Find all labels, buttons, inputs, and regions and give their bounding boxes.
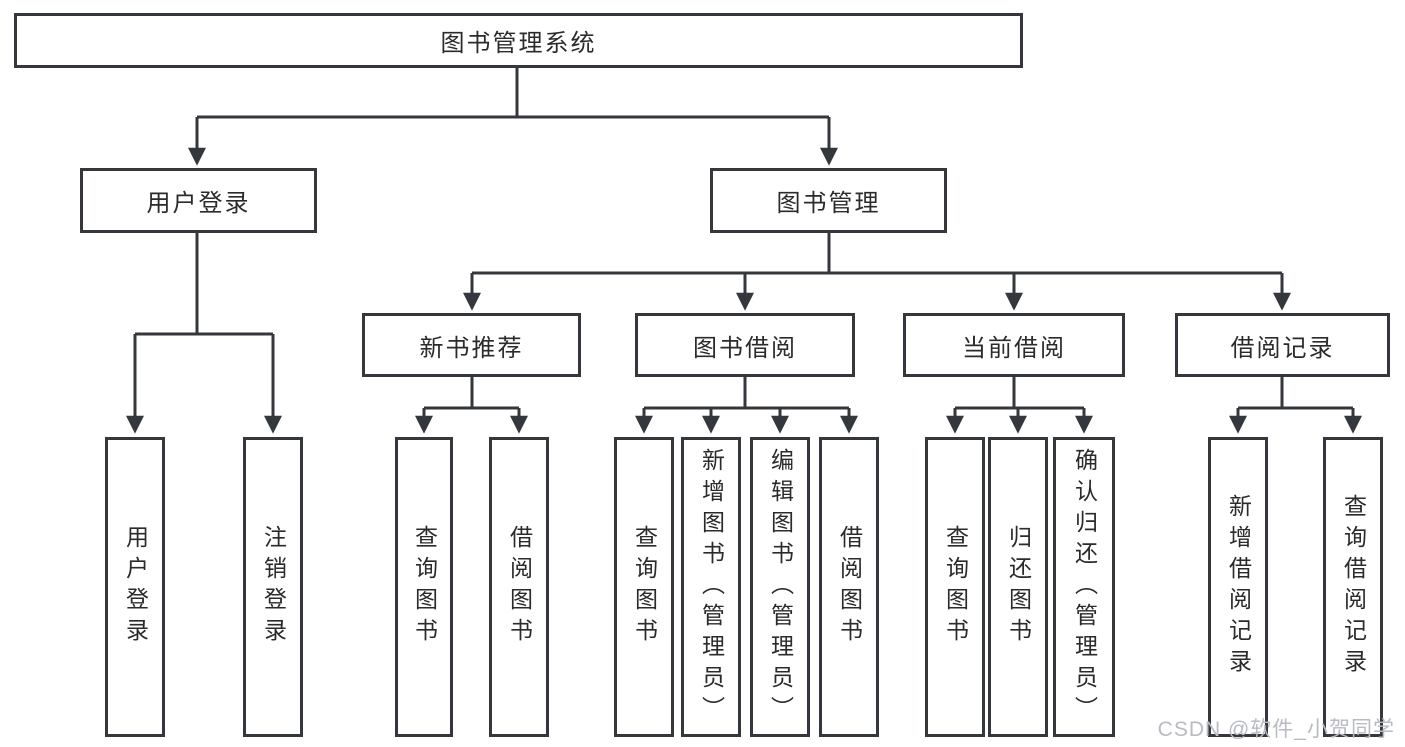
connector-new-book-trunk — [424, 377, 519, 410]
leaf-add-books-admin-label: 新增图书（管理员） — [698, 447, 725, 727]
connector-book-borrow-trunk — [644, 377, 849, 410]
leaf-borrow-books-label: 借阅图书 — [836, 525, 863, 649]
leaf-query-books-borrow: 查询图书 — [614, 437, 674, 737]
connector-borrow-records-trunk — [1238, 377, 1353, 410]
node-new-book-recommend: 新书推荐 — [362, 313, 581, 377]
node-borrow-records-label: 借阅记录 — [1230, 334, 1335, 362]
leaf-query-books-current-label: 查询图书 — [942, 525, 969, 649]
leaf-edit-books-admin: 编辑图书（管理员） — [750, 437, 810, 737]
leaf-add-borrow-record-label: 新增借阅记录 — [1225, 494, 1252, 680]
leaf-edit-books-admin-label: 编辑图书（管理员） — [767, 447, 794, 727]
leaf-user-login: 用户登录 — [105, 437, 165, 737]
node-root-system-label: 图书管理系统 — [440, 30, 597, 57]
node-current-borrow-label: 当前借阅 — [962, 334, 1066, 362]
leaf-return-books-label: 归还图书 — [1005, 525, 1032, 649]
node-new-book-recommend-label: 新书推荐 — [419, 334, 524, 362]
csdn-watermark: CSDN @软件_小贺同学 — [1157, 718, 1395, 741]
leaf-query-books-borrow-label: 查询图书 — [631, 525, 658, 649]
leaf-return-books: 归还图书 — [988, 437, 1048, 737]
node-root-system: 图书管理系统 — [14, 13, 1023, 68]
node-user-login-label: 用户登录 — [146, 190, 251, 217]
node-book-borrow: 图书借阅 — [635, 313, 855, 377]
leaf-logout-label: 注销登录 — [260, 525, 287, 649]
connector-current-borrow-trunk — [955, 377, 1084, 410]
leaf-logout: 注销登录 — [243, 437, 303, 737]
leaf-add-books-admin: 新增图书（管理员） — [681, 437, 741, 737]
leaf-confirm-return-admin: 确认归还（管理员） — [1053, 437, 1115, 737]
node-current-borrow: 当前借阅 — [903, 313, 1125, 377]
leaf-borrow-books: 借阅图书 — [819, 437, 879, 737]
leaf-add-borrow-record: 新增借阅记录 — [1208, 437, 1268, 737]
leaf-query-books-recommend-label: 查询图书 — [411, 525, 438, 649]
leaf-borrow-books-recommend: 借阅图书 — [489, 437, 549, 737]
leaf-query-borrow-record: 查询借阅记录 — [1323, 437, 1383, 737]
node-book-management-label: 图书管理 — [776, 190, 881, 217]
node-borrow-records: 借阅记录 — [1175, 313, 1390, 377]
leaf-borrow-books-recommend-label: 借阅图书 — [506, 525, 533, 649]
connector-root-trunk — [197, 68, 829, 119]
node-book-management: 图书管理 — [710, 168, 947, 233]
connector-user-login-trunk — [135, 233, 273, 336]
leaf-query-books-recommend: 查询图书 — [395, 437, 453, 737]
node-user-login: 用户登录 — [80, 168, 317, 233]
leaf-query-borrow-record-label: 查询借阅记录 — [1340, 494, 1367, 680]
leaf-confirm-return-admin-label: 确认归还（管理员） — [1071, 447, 1098, 727]
node-book-borrow-label: 图书借阅 — [693, 334, 797, 362]
leaf-query-books-current: 查询图书 — [925, 437, 985, 737]
leaf-user-login-label: 用户登录 — [122, 525, 149, 649]
connector-book-management-trunk — [472, 233, 1282, 275]
